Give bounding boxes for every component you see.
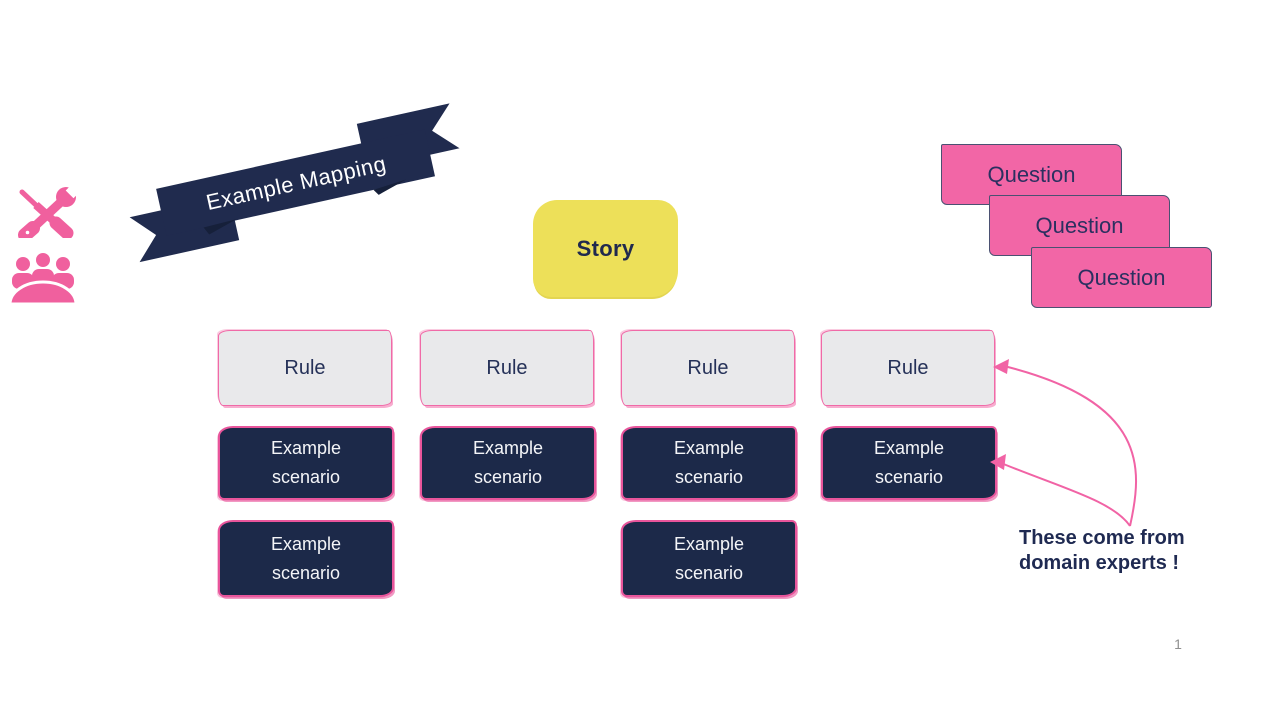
example-scenario-label: Example scenario — [270, 533, 342, 583]
rule-card: Rule — [621, 330, 795, 406]
annotation-line-1: These come from — [1019, 527, 1185, 549]
example-scenario-card: Example scenario — [420, 426, 596, 500]
rule-label: Rule — [687, 356, 729, 379]
ribbon-fold-right — [373, 179, 407, 195]
question-card: Question — [989, 195, 1170, 256]
meeting-icon — [8, 253, 78, 306]
question-label: Question — [1035, 212, 1124, 238]
arrowhead-to-rule — [993, 359, 1009, 374]
rule-label: Rule — [887, 356, 929, 379]
arrow-to-example — [1000, 462, 1131, 527]
rule-card: Rule — [821, 330, 995, 406]
example-scenario-label: Example scenario — [673, 438, 745, 487]
question-label: Question — [987, 161, 1076, 187]
rule-label: Rule — [486, 356, 528, 379]
example-scenario-label: Example scenario — [873, 438, 945, 487]
example-scenario-label: Example scenario — [270, 438, 342, 487]
tools-icon — [18, 186, 80, 238]
annotation-text: These come from domain experts ! — [1019, 526, 1229, 576]
annotation-line-2: domain experts ! — [1019, 552, 1180, 574]
ribbon-fold-left — [203, 219, 237, 235]
arrow-to-rule — [1003, 365, 1138, 527]
example-scenario-label: Example scenario — [673, 533, 745, 583]
example-scenario-card: Example scenario — [218, 520, 394, 597]
question-card: Question — [1031, 247, 1212, 308]
title-banner-ribbon: Example Mapping — [129, 103, 460, 263]
page-number: 1 — [1174, 636, 1182, 652]
story-card: Story — [533, 200, 678, 297]
story-label: Story — [576, 235, 635, 261]
rule-card: Rule — [420, 330, 594, 406]
example-scenario-label: Example scenario — [472, 438, 544, 487]
example-scenario-card: Example scenario — [621, 520, 797, 597]
question-label: Question — [1077, 264, 1166, 290]
rule-card: Rule — [218, 330, 392, 406]
example-scenario-card: Example scenario — [821, 426, 997, 500]
example-scenario-card: Example scenario — [621, 426, 797, 500]
rule-label: Rule — [284, 356, 326, 379]
ribbon-band — [156, 129, 435, 236]
example-scenario-card: Example scenario — [218, 426, 394, 500]
